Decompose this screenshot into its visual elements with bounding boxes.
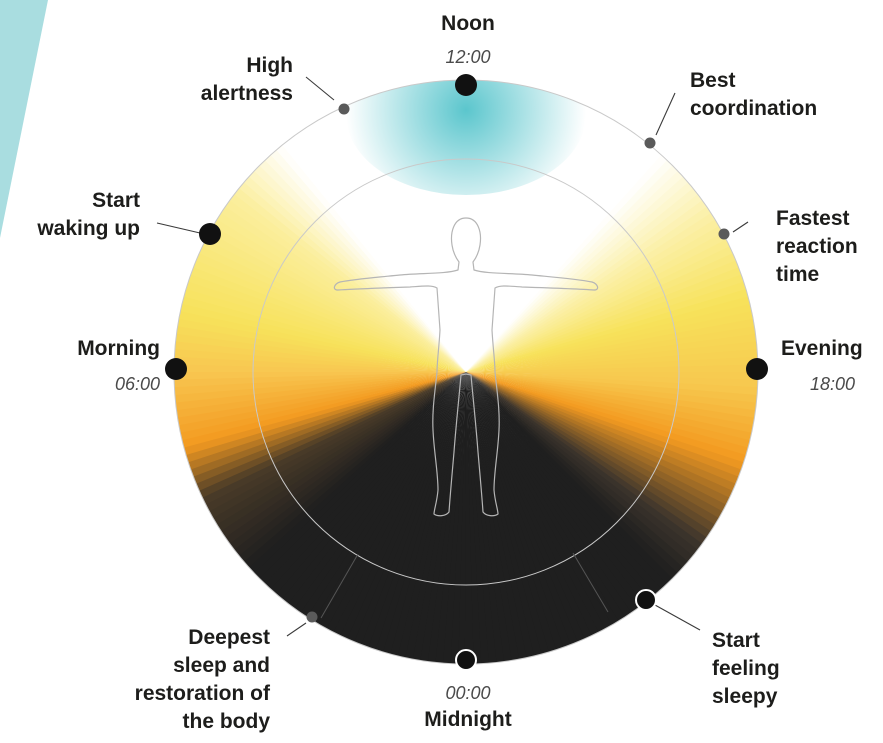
- evening-label: Evening: [781, 335, 881, 363]
- evening-time: 18:00: [781, 373, 881, 395]
- fastest-reaction-label: Fastest reaction time: [776, 205, 883, 289]
- best-coordination-dot: [645, 138, 656, 149]
- morning-dot: [165, 358, 187, 380]
- noon-label: Noon: [418, 10, 518, 38]
- best-coordination-label: Best coordination: [690, 67, 870, 123]
- high-alertness-label: High alertness: [150, 52, 293, 108]
- deepest-sleep-dot: [307, 612, 318, 623]
- high-alertness-dot: [339, 104, 350, 115]
- fastest-reaction-dot: [719, 229, 730, 240]
- midnight-time: 00:00: [408, 682, 528, 704]
- midnight-label: Midnight: [398, 706, 538, 734]
- noon-dot: [455, 74, 477, 96]
- noon-time: 12:00: [418, 46, 518, 68]
- start-waking-dot: [199, 223, 221, 245]
- start-sleepy-dot: [636, 590, 656, 610]
- deepest-sleep-label: Deepest sleep and restoration of the bod…: [70, 624, 270, 736]
- start-sleepy-label: Start feeling sleepy: [712, 627, 832, 711]
- morning-label: Morning: [40, 335, 160, 363]
- start-waking-label: Start waking up: [0, 187, 140, 243]
- morning-time: 06:00: [40, 373, 160, 395]
- evening-dot: [746, 358, 768, 380]
- day-night-ring: [166, 35, 766, 672]
- midnight-dot: [456, 650, 476, 670]
